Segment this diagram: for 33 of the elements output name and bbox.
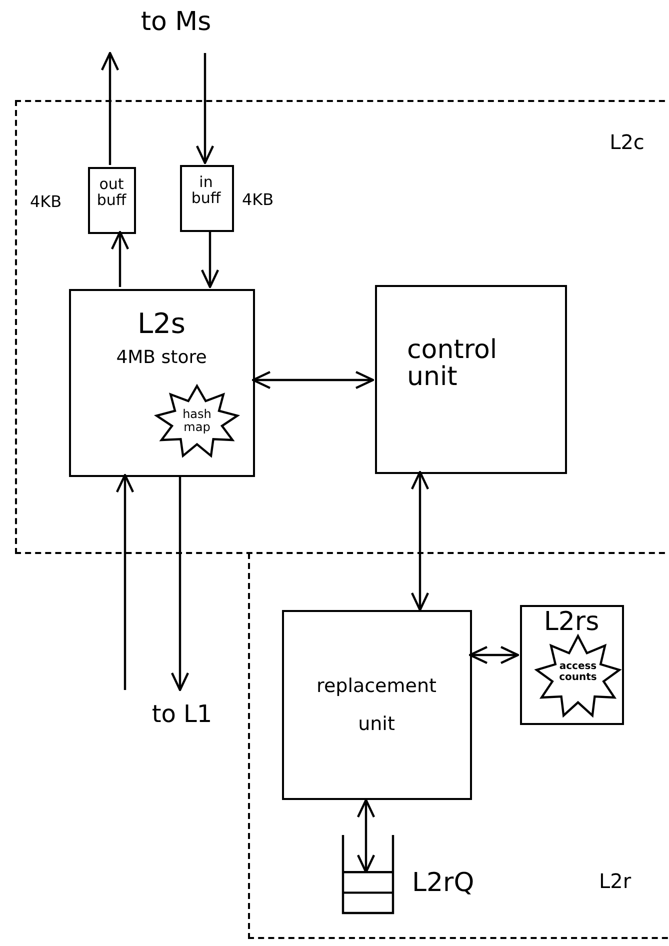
node-label: 4MB store	[115, 349, 208, 368]
node-label: to Ms	[140, 9, 212, 36]
size-label: 4KB	[242, 192, 275, 209]
arrow	[410, 470, 430, 612]
arrow	[170, 475, 190, 692]
size-label: L2rQ	[412, 870, 476, 898]
starburst-shape	[154, 384, 240, 460]
block-box	[375, 285, 567, 474]
node-label: L2c	[608, 132, 646, 153]
node-label: control unit	[407, 337, 498, 392]
node-label: L2rs	[542, 609, 600, 636]
arrow	[100, 52, 120, 165]
dashed-region	[248, 553, 669, 939]
node-label: L2r	[598, 871, 632, 892]
node-label: access counts	[558, 662, 598, 683]
arrow	[356, 798, 376, 874]
arrow	[252, 370, 374, 390]
arrow	[110, 230, 130, 287]
node-label: in buff	[190, 175, 222, 206]
arrow	[200, 230, 220, 288]
node-label: replacement unit	[316, 674, 438, 737]
node-label: hash map	[182, 408, 212, 434]
block-box	[520, 605, 624, 725]
arrow	[196, 53, 214, 164]
node-label: to L1	[150, 702, 214, 728]
arrow	[468, 646, 520, 664]
block-box	[282, 610, 472, 800]
size-label: 4KB	[30, 194, 63, 211]
starburst-shape	[534, 634, 622, 720]
block-box	[69, 289, 255, 477]
node-label: out buff	[96, 177, 128, 208]
node-label: L2s	[136, 309, 186, 338]
arrow	[116, 474, 134, 690]
